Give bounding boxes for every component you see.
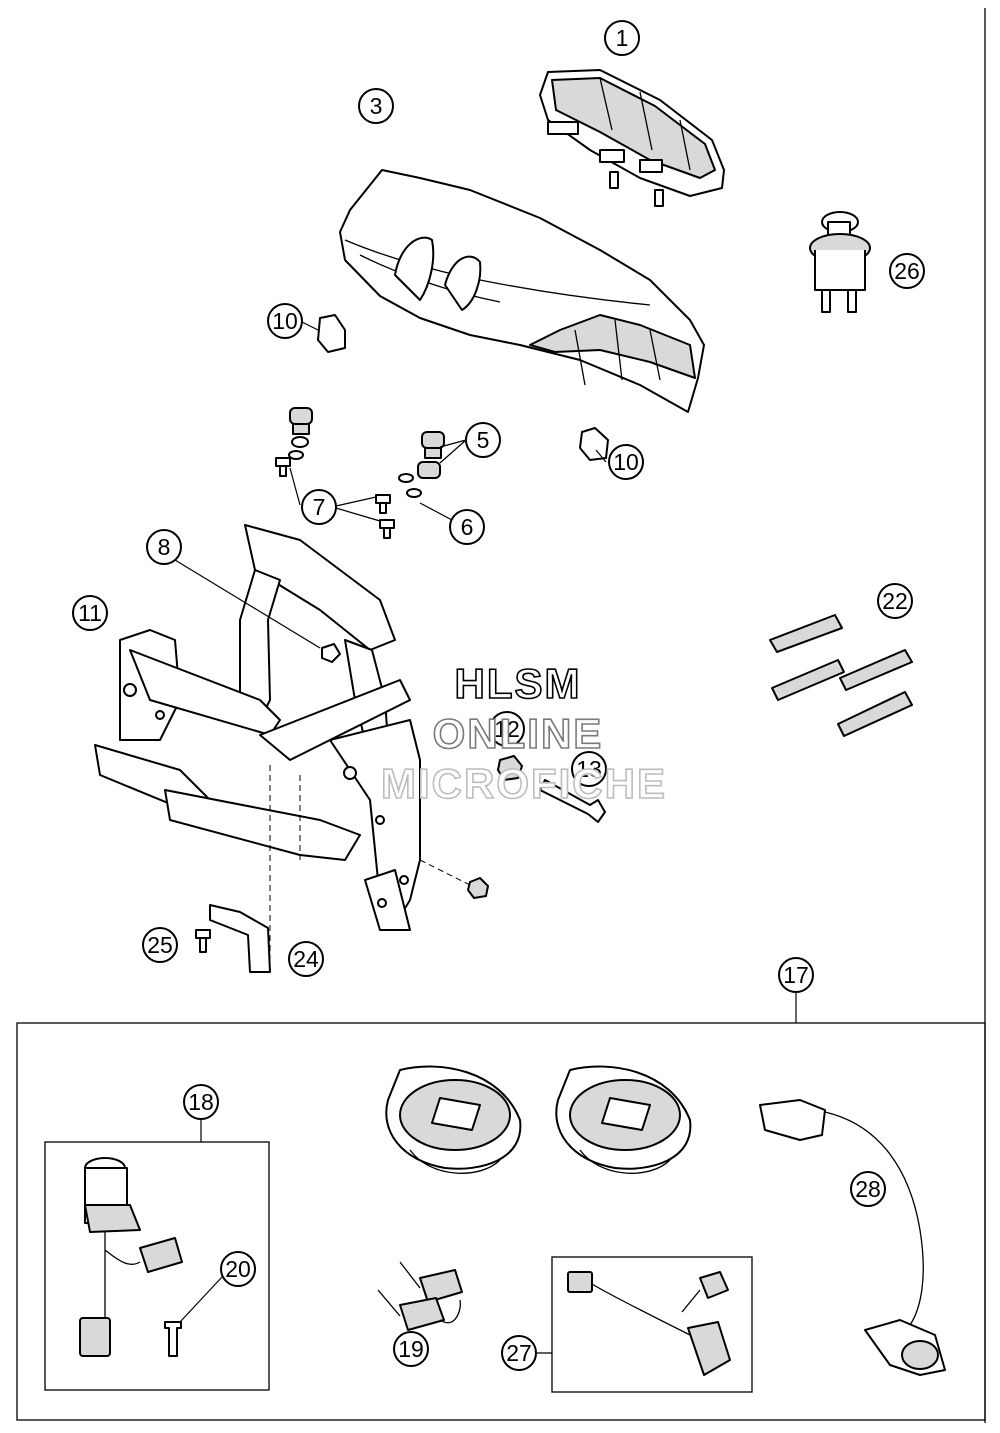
svg-text:25: 25 — [147, 932, 173, 958]
svg-text:26: 26 — [894, 258, 920, 284]
svg-text:11: 11 — [78, 600, 102, 626]
small-bracket-drawing — [209, 904, 271, 973]
svg-text:10: 10 — [272, 308, 298, 334]
fuel-cap-drawing — [385, 1065, 522, 1174]
ignition-switch-drawing — [79, 1157, 183, 1357]
callout-11: 11 — [72, 595, 108, 631]
svg-text:19: 19 — [398, 1336, 424, 1362]
clip-nut-drawing — [579, 427, 609, 461]
callout-27: 27 — [501, 1335, 537, 1371]
watermark-line-3: MICROFICHE — [381, 760, 667, 807]
clip-nut-drawing — [317, 314, 346, 353]
seat-lock-drawing — [759, 1099, 946, 1376]
leader-lines — [174, 321, 607, 1323]
callout-19: 19 — [393, 1331, 429, 1367]
power-socket-drawing — [809, 211, 871, 313]
callout-8: 8 — [146, 529, 182, 565]
svg-text:8: 8 — [158, 534, 171, 560]
instrument-cluster-drawing — [539, 69, 725, 207]
callout-1: 1 — [604, 20, 640, 56]
cable-connector-drawing — [567, 1271, 731, 1376]
svg-text:10: 10 — [613, 449, 639, 475]
callout-10: 10 — [267, 303, 303, 339]
callout-12: 12 — [489, 711, 525, 747]
svg-text:18: 18 — [188, 1089, 214, 1115]
watermark-line-2: ONLINE — [433, 710, 604, 757]
fuel-cap-drawing — [555, 1065, 692, 1174]
callout-26: 26 — [889, 253, 925, 289]
callout-22: 22 — [877, 583, 913, 619]
ignition-lock-set-box — [16, 1022, 986, 1421]
svg-text:24: 24 — [293, 946, 319, 972]
svg-text:12: 12 — [494, 716, 520, 742]
screw-drawing — [195, 929, 211, 953]
grommet-set-drawing — [275, 407, 445, 539]
callout-20: 20 — [220, 1251, 256, 1287]
callout-7: 7 — [301, 489, 337, 525]
rubber-tubes-drawing — [769, 614, 913, 737]
svg-text:17: 17 — [783, 962, 809, 988]
callout-17: 17 — [778, 957, 814, 993]
svg-text:13: 13 — [576, 756, 602, 782]
watermark-line-1: HLSM — [455, 660, 582, 707]
fairing-drawing — [339, 169, 705, 413]
svg-text:5: 5 — [477, 427, 490, 453]
callout-18: 18 — [183, 1084, 219, 1120]
ignition-switch-inset-box — [44, 1141, 270, 1391]
svg-text:28: 28 — [855, 1176, 881, 1202]
svg-text:20: 20 — [225, 1256, 251, 1282]
callout-6: 6 — [449, 509, 485, 545]
svg-text:22: 22 — [882, 588, 908, 614]
nut-drawing — [497, 755, 523, 781]
svg-text:3: 3 — [370, 93, 383, 119]
svg-text:7: 7 — [313, 494, 326, 520]
callout-5: 5 — [465, 422, 501, 458]
callout-10: 10 — [608, 444, 644, 480]
fairing-bracket-drawing — [94, 524, 471, 970]
callout-28: 28 — [850, 1171, 886, 1207]
lock-cylinder-inset-box — [551, 1256, 753, 1393]
keys-drawing — [377, 1261, 463, 1331]
bolt-drawing — [539, 779, 606, 823]
callout-3: 3 — [358, 88, 394, 124]
svg-text:1: 1 — [616, 25, 629, 51]
callout-24: 24 — [288, 941, 324, 977]
nut-drawing — [467, 877, 489, 899]
callout-13: 13 — [571, 751, 607, 787]
callout-25: 25 — [142, 927, 178, 963]
svg-text:27: 27 — [506, 1340, 532, 1366]
svg-text:6: 6 — [461, 514, 474, 540]
